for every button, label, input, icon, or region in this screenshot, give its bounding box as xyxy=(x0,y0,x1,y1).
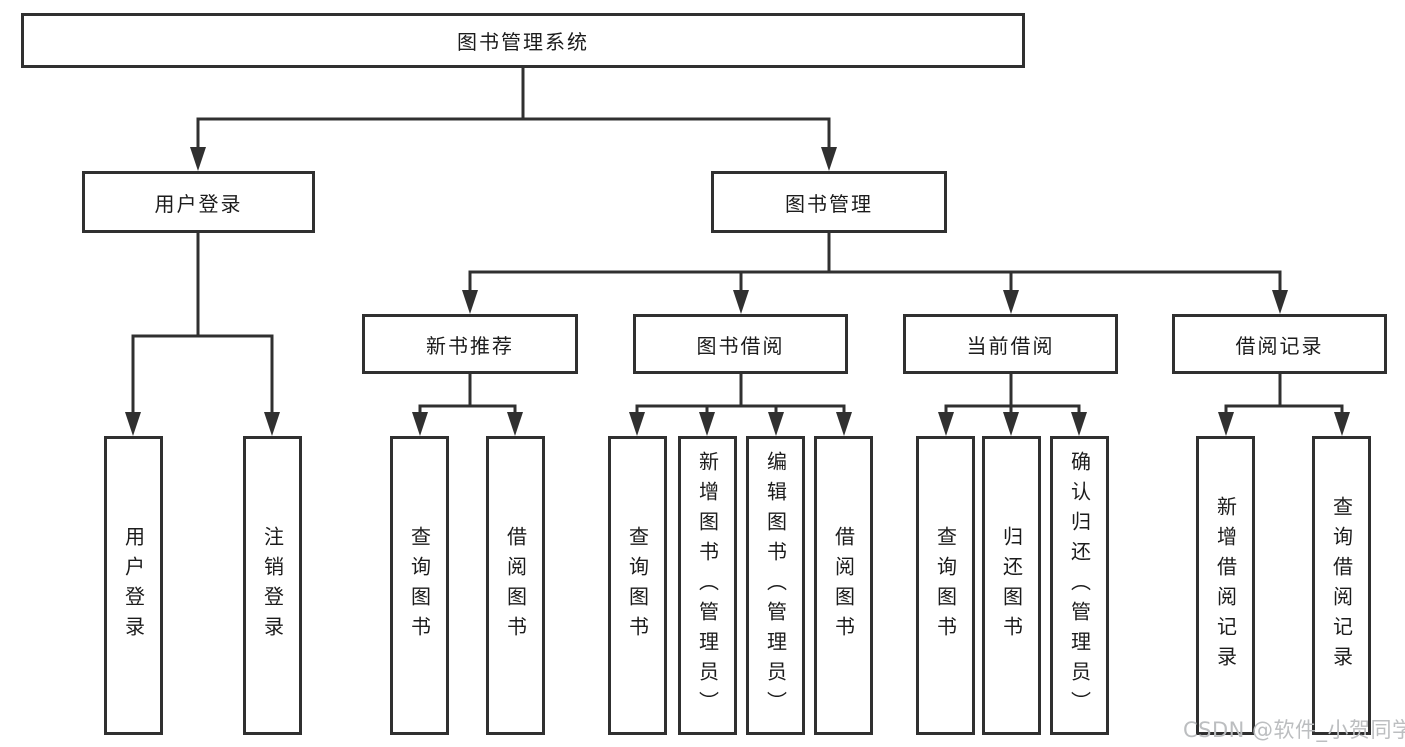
node-label: 编辑图书（管理员） xyxy=(763,450,788,721)
arrowheads xyxy=(125,147,1350,436)
leaf-user-login: 用户登录 xyxy=(104,436,163,735)
leaf-query-books-recommend: 查询图书 xyxy=(390,436,449,735)
node-label: 用户登录 xyxy=(154,191,243,216)
leaf-query-borrow-record: 查询借阅记录 xyxy=(1312,436,1371,735)
node-label: 查询图书 xyxy=(933,525,958,646)
node-label: 查询图书 xyxy=(625,525,650,646)
leaf-query-books-borrowing: 查询图书 xyxy=(608,436,667,735)
node-book-management: 图书管理 xyxy=(711,171,947,233)
node-label: 查询图书 xyxy=(407,525,432,646)
node-library-management-system: 图书管理系统 xyxy=(21,13,1025,68)
node-label: 注销登录 xyxy=(260,525,285,646)
node-label: 借阅记录 xyxy=(1235,333,1324,358)
node-label: 查询借阅记录 xyxy=(1329,495,1354,676)
node-new-book-recommendation: 新书推荐 xyxy=(362,314,578,374)
node-label: 新增图书（管理员） xyxy=(695,450,720,721)
node-label: 借阅图书 xyxy=(503,525,528,646)
leaf-logout: 注销登录 xyxy=(243,436,302,735)
leaf-confirm-return-admin: 确认归还（管理员） xyxy=(1050,436,1109,735)
node-user-login: 用户登录 xyxy=(82,171,315,233)
node-current-borrowing: 当前借阅 xyxy=(903,314,1118,374)
leaf-edit-book-admin: 编辑图书（管理员） xyxy=(746,436,805,735)
leaf-query-books-current: 查询图书 xyxy=(916,436,975,735)
node-label: 当前借阅 xyxy=(966,333,1055,358)
csdn-watermark: CSDN @软件_小贺同学 xyxy=(1183,718,1405,742)
node-borrowing-records: 借阅记录 xyxy=(1172,314,1387,374)
node-label: 图书借阅 xyxy=(696,333,785,358)
node-label: 新增借阅记录 xyxy=(1213,495,1238,676)
node-label: 图书管理 xyxy=(785,191,873,216)
leaf-add-book-admin: 新增图书（管理员） xyxy=(678,436,737,735)
node-label: 新书推荐 xyxy=(426,333,514,358)
leaf-borrow-books: 借阅图书 xyxy=(814,436,873,735)
node-label: 借阅图书 xyxy=(831,525,856,646)
node-label: 确认归还（管理员） xyxy=(1067,450,1092,721)
node-book-borrowing: 图书借阅 xyxy=(633,314,848,374)
leaf-borrow-books-recommend: 借阅图书 xyxy=(486,436,545,735)
leaf-return-books: 归还图书 xyxy=(982,436,1041,735)
leaf-add-borrow-record: 新增借阅记录 xyxy=(1196,436,1255,735)
node-label: 归还图书 xyxy=(999,525,1024,646)
node-label: 用户登录 xyxy=(121,525,146,646)
node-label: 图书管理系统 xyxy=(457,30,589,54)
